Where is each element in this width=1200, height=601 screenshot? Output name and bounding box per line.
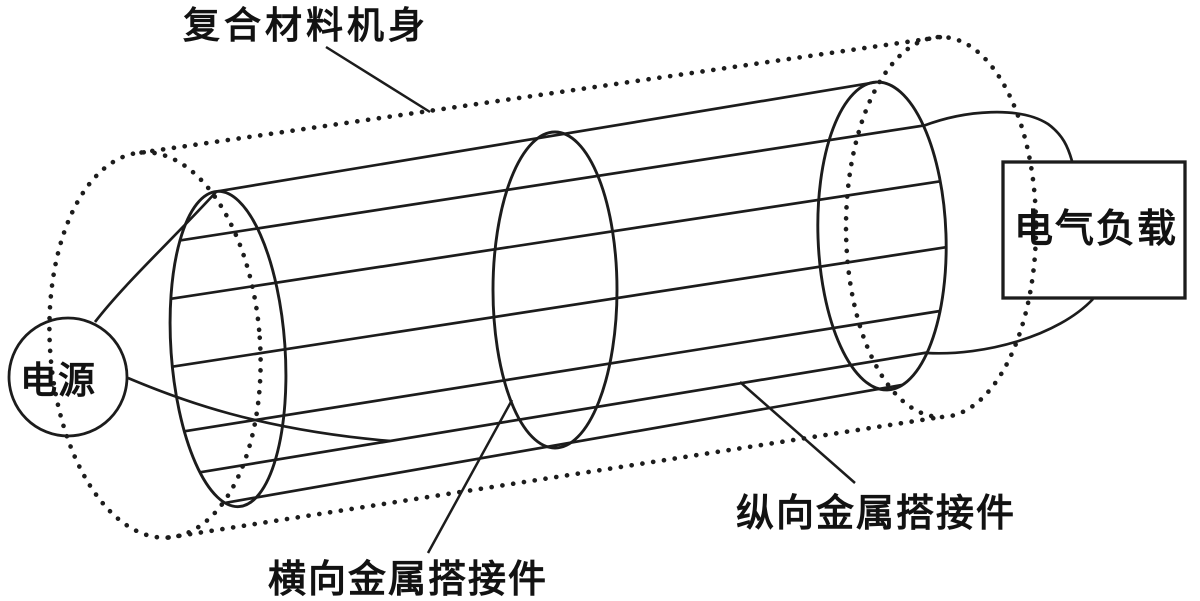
fuselage-label: 复合材料机身 [183, 5, 429, 47]
fuselage-end-ellipse-right [843, 34, 1039, 420]
wire-fuselage-top-to-load [922, 110, 1074, 162]
transverse-strap-leader-line [426, 399, 514, 554]
electrical-load-box [1001, 160, 1187, 300]
longitudinal-strap-leader-line [739, 381, 856, 484]
power-source-label: 电源 [20, 360, 96, 402]
leader-lines [325, 45, 856, 554]
transverse-strap-label: 横向金属搭接件 [268, 558, 548, 601]
longitudinal-strap-label: 纵向金属搭接件 [736, 492, 1016, 535]
fuselage-bottom-edge [166, 414, 944, 540]
fuselage-top-edge [139, 34, 944, 155]
longitudinal-straps [170, 80, 947, 505]
longitudinal-strap-line [224, 383, 903, 505]
wires [93, 110, 1094, 443]
longitudinal-strap-line [172, 245, 947, 369]
longitudinal-strap-line [184, 309, 941, 433]
longitudinal-strap-line [216, 80, 877, 193]
longitudinal-strap-line [199, 351, 928, 474]
longitudinal-strap-line [179, 124, 924, 242]
composite-fuselage-outline [47, 34, 1039, 540]
transverse-strap-ring-right [816, 80, 948, 392]
wire-fuselage-bottom-to-load [926, 298, 1094, 355]
transverse-strap-rings [168, 80, 948, 509]
wire-power-to-fuselage-top [93, 191, 217, 323]
wire-power-to-fuselage-bottom [127, 376, 391, 443]
transverse-strap-ring-middle [491, 130, 619, 450]
transverse-strap-ring-left [168, 189, 288, 509]
longitudinal-strap-line [170, 179, 941, 301]
fuselage-leader-line [325, 45, 431, 114]
electrical-load-label: 电气负载 [1014, 208, 1178, 251]
